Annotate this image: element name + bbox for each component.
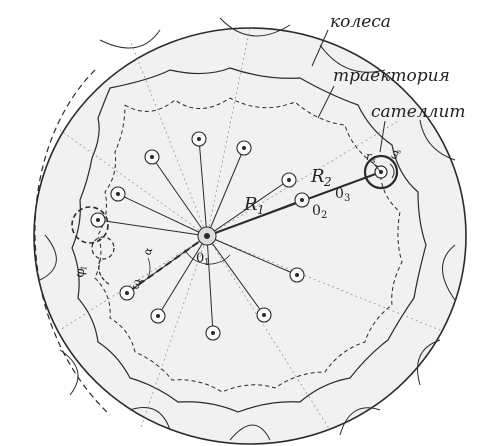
outer-dashed-arc bbox=[34, 69, 111, 416]
satellite-dashed-left bbox=[71, 206, 109, 244]
label-wheel: колеса bbox=[330, 12, 391, 32]
main-disc bbox=[33, 27, 467, 445]
center-arc bbox=[184, 249, 231, 265]
label-O3: 0 bbox=[335, 186, 344, 202]
label-R1: R bbox=[243, 194, 258, 215]
radius-line-left bbox=[126, 235, 208, 294]
radius-r-small bbox=[371, 161, 382, 173]
label-O3-sub: 3 bbox=[344, 193, 350, 204]
label-omega-left-sub: s bbox=[135, 278, 145, 285]
label-O2: 0 bbox=[312, 203, 321, 219]
outer-scallops bbox=[39, 17, 456, 441]
label-O2-sub: 2 bbox=[321, 210, 327, 221]
label-phi: φ bbox=[72, 267, 88, 279]
label-O1-sub: 1 bbox=[204, 258, 210, 268]
alpha-arc bbox=[147, 257, 151, 279]
phi-arc bbox=[98, 259, 111, 286]
label-phi-sub: 1 bbox=[79, 265, 89, 272]
label-r-sub: s bbox=[372, 157, 376, 165]
label-R2: R bbox=[310, 166, 325, 187]
satellite-dots bbox=[96, 137, 304, 335]
label-R2-sub: 2 bbox=[323, 175, 332, 189]
leader-wheel bbox=[311, 29, 329, 67]
satellite-highlight-right bbox=[363, 154, 399, 190]
label-omega-right-sub: s bbox=[394, 148, 403, 154]
dashed-scallops bbox=[94, 97, 403, 393]
label-alpha: α bbox=[141, 245, 156, 257]
label-R1-sub: 1 bbox=[257, 203, 265, 217]
leader-trajectory bbox=[317, 85, 335, 119]
label-O1: 0 bbox=[196, 251, 204, 266]
rotation-arrow-right bbox=[389, 163, 395, 179]
trajectory-ring bbox=[71, 67, 427, 413]
radius-line-R bbox=[206, 171, 382, 237]
satellite-dashed-left-lower bbox=[91, 236, 115, 260]
label-satellite: сателлит bbox=[371, 102, 466, 122]
label-omega-right: ω bbox=[387, 148, 402, 161]
leader-satellite bbox=[379, 120, 386, 153]
label-r-small: r bbox=[366, 150, 372, 163]
radial-guides bbox=[59, 27, 441, 431]
center-hub-dot bbox=[204, 233, 210, 239]
label-trajectory: траектория bbox=[333, 66, 450, 86]
label-omega-left: ω bbox=[128, 277, 145, 291]
